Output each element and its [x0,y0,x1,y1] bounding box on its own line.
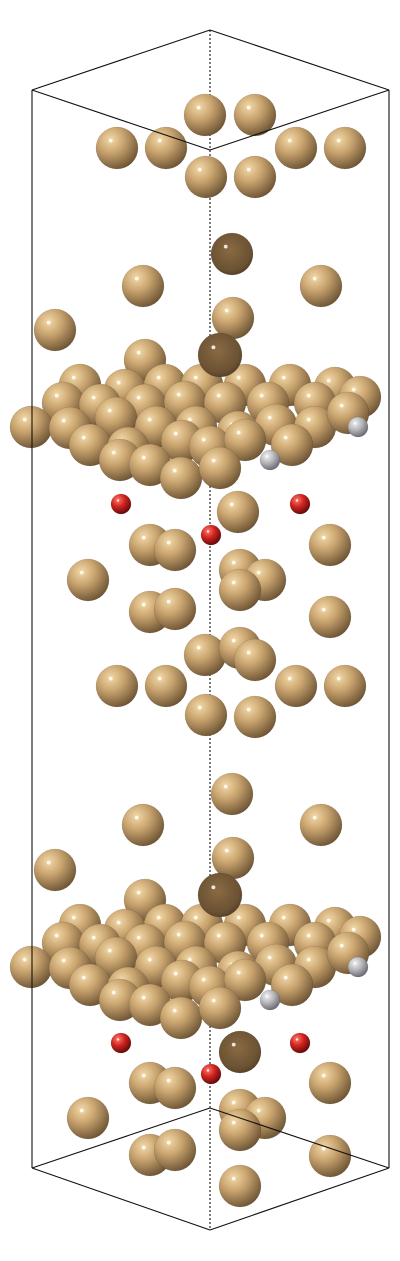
red-atom [200,1063,222,1085]
main-atom [33,308,77,352]
main-atom [218,568,262,612]
cell-edge [209,1167,390,1231]
main-atom [223,418,267,462]
main-atom [216,490,260,534]
main-atom [9,405,53,449]
main-atom [270,963,314,1007]
main-atom [218,1164,262,1208]
light-gray-atom [347,956,369,978]
main-atom [308,1061,352,1105]
main-atom [33,848,77,892]
main-atom [274,664,318,708]
main-atom [323,664,367,708]
main-atom [159,996,203,1040]
main-atom [159,456,203,500]
main-atom [218,1030,262,1074]
red-atom [110,493,132,515]
main-atom [211,836,255,880]
main-atom [308,523,352,567]
unit-cell-front-edges [31,89,390,1231]
main-atom [233,155,277,199]
main-atom [198,986,242,1030]
main-atom [270,423,314,467]
main-atom [95,664,139,708]
main-atom [299,264,343,308]
main-atom [184,155,228,199]
main-atom [144,126,188,170]
main-atom [153,1128,197,1172]
main-atom [66,1096,110,1140]
light-gray-atom [347,416,369,438]
main-atom [198,446,242,490]
main-atom [233,93,277,137]
main-atom [210,772,254,816]
main-atom [299,803,343,847]
cell-edge [209,29,390,91]
main-atom [66,558,110,602]
red-atom [200,524,222,546]
main-atom [153,587,197,631]
main-atom [218,1108,262,1152]
main-atom [183,633,227,677]
main-atom [197,872,243,918]
cell-edge [31,1107,211,1169]
main-atom [121,803,165,847]
main-atom [183,93,227,137]
light-gray-atom [259,449,281,471]
main-atom [308,595,352,639]
cell-edge [31,89,211,151]
main-atom [223,958,267,1002]
main-atom [233,695,277,739]
main-atom [153,528,197,572]
cell-edge [209,89,390,151]
main-atom [197,332,243,378]
main-atom [274,126,318,170]
cell-edge [31,1167,211,1231]
main-atom [233,638,277,682]
red-atom [110,1032,132,1054]
main-atom [95,126,139,170]
main-atom [153,1066,197,1110]
red-atom [289,493,311,515]
main-atom [210,232,254,276]
cell-edge [31,29,211,91]
main-atom [144,664,188,708]
main-atom [121,264,165,308]
main-atom [323,126,367,170]
main-atom [308,1134,352,1178]
red-atom [289,1032,311,1054]
unit-cell-back-edges [31,29,390,1230]
cell-edge [209,1107,390,1169]
atoms-layer [9,93,382,1208]
main-atom [184,693,228,737]
main-atom [9,945,53,989]
main-atom [211,296,255,340]
light-gray-atom [259,989,281,1011]
